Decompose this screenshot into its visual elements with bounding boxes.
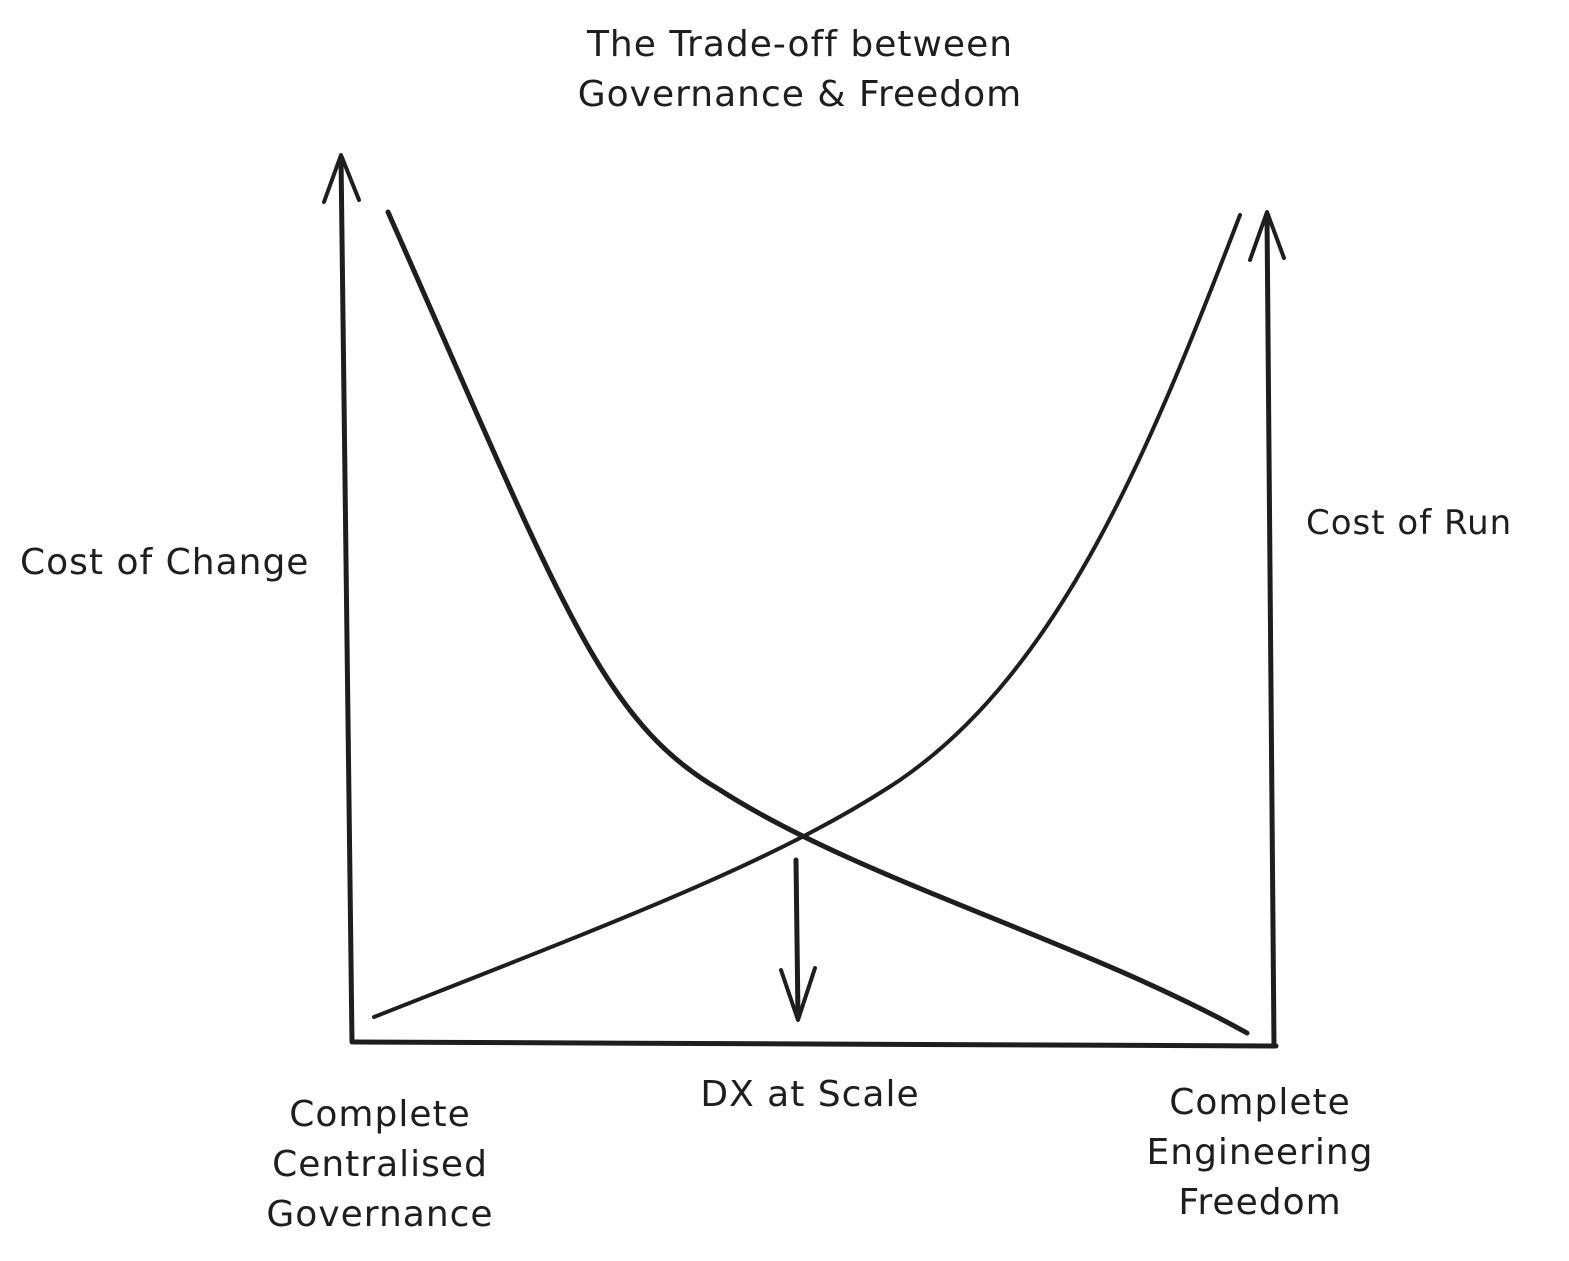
cost-of-change-curve <box>385 209 1250 1036</box>
title-line-1: The Trade-off between <box>586 24 1014 65</box>
left-axis-label: Cost of Change <box>20 542 310 583</box>
diagram-title: The Trade-off between Governance & Freed… <box>520 20 1080 120</box>
marker-label: DX at Scale <box>700 1074 920 1115</box>
marker-arrowhead <box>779 966 817 1022</box>
left-end-line-2: Centralised <box>272 1144 488 1185</box>
right-axis-label: Cost of Run <box>1306 503 1513 543</box>
right-end-line-1: Complete <box>1169 1082 1351 1123</box>
cost-of-run-curve <box>372 213 1242 1019</box>
left-end-label: Complete Centralised Governance <box>230 1090 530 1240</box>
left-end-line-1: Complete <box>289 1094 471 1135</box>
title-line-2: Governance & Freedom <box>577 74 1023 115</box>
right-end-line-3: Freedom <box>1178 1182 1342 1223</box>
right-end-label: Complete Engineering Freedom <box>1110 1078 1410 1228</box>
right-axis <box>1264 212 1277 1049</box>
right-axis-arrowhead <box>1248 210 1286 262</box>
left-axis-arrowhead <box>322 153 361 204</box>
marker-arrow-shaft <box>793 857 801 1021</box>
x-axis <box>351 1039 1279 1049</box>
right-end-line-2: Engineering <box>1146 1132 1374 1173</box>
left-axis <box>338 154 355 1045</box>
left-end-line-3: Governance <box>266 1194 494 1235</box>
